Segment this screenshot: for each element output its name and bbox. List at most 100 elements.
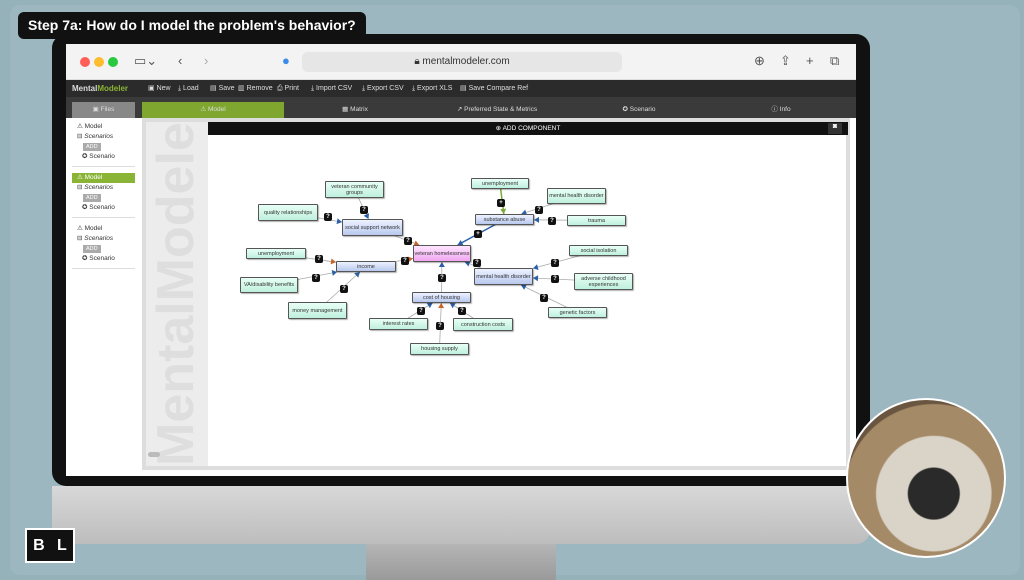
sidebar-model-item[interactable]: ⚠ Model (77, 225, 103, 232)
edge-weight-badge[interactable]: ? (436, 322, 444, 330)
save-button[interactable]: ▤ Save (210, 85, 235, 92)
minimize-window-button[interactable] (94, 57, 104, 67)
edge-weight-badge[interactable]: ? (535, 206, 543, 214)
arrowhead (449, 303, 456, 309)
zoom-window-button[interactable] (108, 57, 118, 67)
add-scenario-button[interactable]: ADD (83, 245, 101, 253)
edge-weight-badge[interactable]: ? (417, 307, 425, 315)
address-bar[interactable]: 🔒︎ mentalmodeler.com (302, 52, 622, 72)
edge-weight-badge[interactable]: ? (340, 285, 348, 293)
edge-weight-badge[interactable]: ? (312, 274, 320, 282)
tab-info[interactable]: ⓘ Info (771, 106, 791, 113)
tab-matrix[interactable]: ▦ Matrix (342, 106, 368, 113)
arrowhead (520, 284, 527, 290)
share-icon[interactable]: ⇪ (780, 53, 791, 68)
node-sa[interactable]: substance abuse (475, 214, 534, 225)
arrowhead (413, 240, 420, 247)
tab-scenario[interactable]: ✪ Scenario (622, 106, 656, 113)
download-icon[interactable]: ⊕ (754, 53, 765, 68)
edge-weight-badge[interactable]: ? (551, 275, 559, 283)
forward-icon[interactable]: › (204, 53, 209, 68)
tab-bar: ▣ Files ⚠ Model ▦ Matrix ↗ Preferred Sta… (66, 97, 856, 118)
arrowhead (354, 272, 360, 278)
edge-weight-badge[interactable]: ? (540, 294, 548, 302)
tab-model[interactable]: ⚠ Model (142, 102, 284, 118)
add-scenario-button[interactable]: ADD (83, 143, 101, 151)
scenario-item[interactable]: ✪ Scenario (82, 204, 115, 211)
edge-weight-badge[interactable]: ? (551, 259, 559, 267)
edge-weight-badge[interactable]: ? (438, 274, 446, 282)
ghost-extension-icon[interactable]: ● (282, 53, 290, 68)
node-tr[interactable]: trauma (567, 215, 626, 226)
model-canvas[interactable]: MentalModeler ⊕ ADD COMPONENT ◙ (142, 118, 850, 470)
node-un1[interactable]: unemployment (246, 248, 306, 259)
edge-weight-badge[interactable]: ? (458, 307, 466, 315)
sidebar-model-group: ⚠ Model ⊟ Scenarios ADD ✪ Scenario (72, 220, 135, 269)
arrowhead (533, 275, 539, 282)
node-gf[interactable]: genetic factors (548, 307, 607, 318)
arrowhead (330, 258, 336, 265)
remove-button[interactable]: ▥ Remove (238, 85, 273, 92)
scrollbar[interactable] (148, 452, 160, 457)
node-vh[interactable]: veteran homelessness (413, 245, 471, 262)
new-tab-icon[interactable]: + (806, 53, 814, 68)
arrowhead (534, 216, 540, 223)
export-xls-button[interactable]: ⤓ Export XLS (412, 85, 453, 92)
node-inc[interactable]: income (336, 261, 396, 272)
node-ace[interactable]: adverse childhood experiences (574, 273, 633, 290)
scenario-item[interactable]: ✪ Scenario (82, 153, 115, 160)
edge-weight-badge[interactable]: ? (548, 217, 556, 225)
sidebar-model-item[interactable]: ⚠ Model (72, 173, 135, 183)
node-hs[interactable]: housing supply (410, 343, 469, 355)
import-csv-button[interactable]: ⤓ Import CSV (311, 85, 353, 92)
edge-weight-badge[interactable]: ? (360, 206, 368, 214)
node-si[interactable]: social isolation (569, 245, 628, 256)
arrowhead (500, 208, 507, 214)
scenarios-label[interactable]: ⊟ Scenarios (77, 235, 114, 242)
node-ir[interactable]: interest rates (369, 318, 428, 330)
arrowhead (521, 209, 528, 216)
sidebar-model-group: ⚠ Model ⊟ Scenarios ADD ✪ Scenario (72, 118, 135, 167)
print-button[interactable]: ⎙ Print (277, 85, 299, 92)
sidebar-model-item[interactable]: ⚠ Model (77, 123, 103, 130)
node-mhd2[interactable]: mental health disorder (474, 268, 533, 285)
add-component-button[interactable]: ⊕ ADD COMPONENT (208, 122, 848, 135)
sidebar-icon[interactable]: ▭⌄ (134, 53, 158, 68)
node-coh[interactable]: cost of housing (412, 292, 471, 303)
edge-weight-badge[interactable]: + (474, 230, 482, 238)
monitor-stand (366, 544, 556, 580)
close-window-button[interactable] (80, 57, 90, 67)
edge-weight-badge[interactable]: ? (404, 237, 412, 245)
node-un2[interactable]: unemployment (471, 178, 529, 189)
edge-weight-badge[interactable]: ? (315, 255, 323, 263)
node-mhd1[interactable]: mental health disorder (547, 188, 606, 204)
add-scenario-button[interactable]: ADD (83, 194, 101, 202)
node-qr[interactable]: quality relationships (258, 204, 318, 221)
node-ssn[interactable]: social support network (342, 219, 403, 236)
camera-icon[interactable]: ◙ (828, 123, 842, 134)
edge-weight-badge[interactable]: ? (401, 257, 409, 265)
save-compare-ref-button[interactable]: ▤ Save Compare Ref (460, 85, 529, 92)
lock-icon: 🔒︎ (414, 56, 423, 67)
load-button[interactable]: ⤓ Load (178, 85, 199, 92)
node-vcg[interactable]: veteran community groups (325, 181, 384, 198)
export-csv-button[interactable]: ⤓ Export CSV (362, 85, 404, 92)
edge-weight-badge[interactable]: + (497, 199, 505, 207)
mentalmodeler-logo: MentalModeler (72, 84, 129, 93)
arrowhead (331, 269, 338, 276)
tab-preferred-state[interactable]: ↗ Preferred State & Metrics (456, 106, 538, 113)
edge-weight-badge[interactable]: ? (324, 213, 332, 221)
new-button[interactable]: ▣ New (148, 85, 171, 92)
back-icon[interactable]: ‹ (178, 53, 183, 68)
node-va[interactable]: VA/disability benefits (240, 277, 298, 293)
scenarios-label[interactable]: ⊟ Scenarios (77, 184, 114, 191)
tabs-overview-icon[interactable]: ⧉ (830, 53, 840, 68)
url-text: mentalmodeler.com (422, 56, 510, 67)
node-mm[interactable]: money management (288, 302, 347, 319)
files-sidebar: ⚠ Model ⊟ Scenarios ADD ✪ Scenario⚠ Mode… (72, 118, 135, 470)
node-cc[interactable]: construction costs (453, 318, 513, 331)
edge-weight-badge[interactable]: ? (473, 259, 481, 267)
files-tab[interactable]: ▣ Files (72, 102, 135, 118)
scenario-item[interactable]: ✪ Scenario (82, 255, 115, 262)
scenarios-label[interactable]: ⊟ Scenarios (77, 133, 114, 140)
